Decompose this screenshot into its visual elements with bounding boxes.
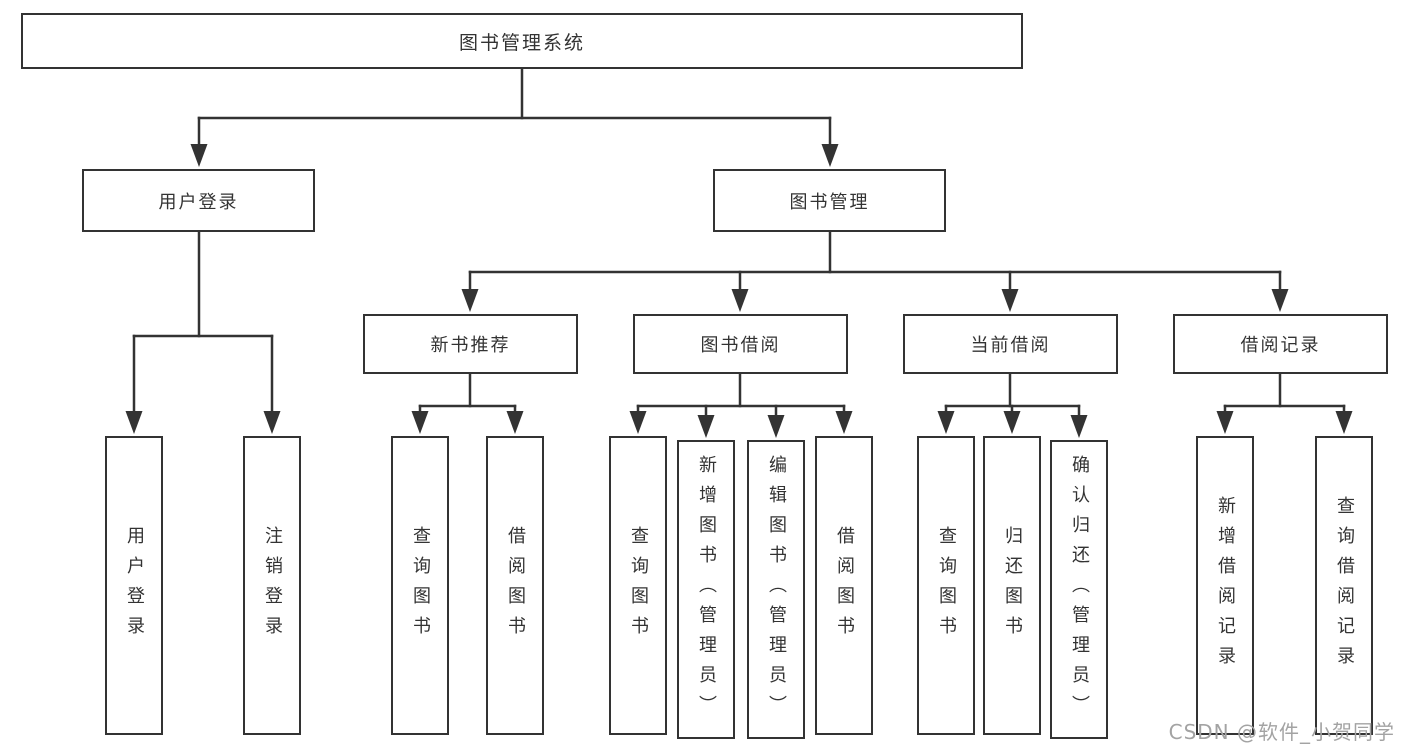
leaf-query-borrow-record: 查询借阅记录 [1315, 436, 1373, 735]
leaf-add-books-admin: 新增图书（管理员） [677, 440, 735, 739]
node-current-borrowing: 当前借阅 [903, 314, 1118, 374]
leaf-borrow-books-1: 借阅图书 [486, 436, 544, 735]
leaf-query-books-2-label: 查询图书 [628, 525, 649, 646]
node-book-borrowing: 图书借阅 [633, 314, 848, 374]
leaf-borrow-books-2-label: 借阅图书 [834, 525, 855, 646]
leaf-query-books-3-label: 查询图书 [936, 525, 957, 646]
leaf-logout: 注销登录 [243, 436, 301, 735]
node-user-login-label: 用户登录 [158, 191, 239, 213]
leaf-query-books-2: 查询图书 [609, 436, 667, 735]
node-new-book-recommend: 新书推荐 [363, 314, 578, 374]
leaf-user-login: 用户登录 [105, 436, 163, 735]
leaf-add-books-admin-label: 新增图书（管理员） [696, 454, 717, 725]
leaf-borrow-books-1-label: 借阅图书 [505, 525, 526, 646]
leaf-user-login-label: 用户登录 [124, 525, 145, 646]
leaf-add-borrow-record: 新增借阅记录 [1196, 436, 1254, 735]
leaf-confirm-return-admin: 确认归还（管理员） [1050, 440, 1108, 739]
node-book-borrowing-label: 图书借阅 [700, 335, 781, 356]
node-book-management: 图书管理 [713, 169, 946, 232]
leaf-confirm-return-admin-label: 确认归还（管理员） [1069, 454, 1090, 725]
node-book-management-label: 图书管理 [789, 191, 870, 213]
node-borrowing-records-label: 借阅记录 [1240, 335, 1321, 356]
leaf-logout-label: 注销登录 [262, 525, 283, 646]
leaf-query-books-3: 查询图书 [917, 436, 975, 735]
node-user-login: 用户登录 [82, 169, 315, 232]
node-borrowing-records: 借阅记录 [1173, 314, 1388, 374]
leaf-add-borrow-record-label: 新增借阅记录 [1215, 495, 1236, 676]
leaf-return-books: 归还图书 [983, 436, 1041, 735]
node-new-book-recommend-label: 新书推荐 [430, 335, 511, 356]
leaf-borrow-books-2: 借阅图书 [815, 436, 873, 735]
node-root-label: 图书管理系统 [458, 31, 585, 54]
leaf-return-books-label: 归还图书 [1002, 525, 1023, 646]
leaf-query-books-1-label: 查询图书 [410, 525, 431, 646]
csdn-watermark: CSDN @软件_小贺同学 [1168, 720, 1395, 744]
leaf-edit-books-admin: 编辑图书（管理员） [747, 440, 805, 739]
node-current-borrowing-label: 当前借阅 [970, 335, 1051, 356]
node-root: 图书管理系统 [21, 13, 1023, 69]
leaf-edit-books-admin-label: 编辑图书（管理员） [766, 454, 787, 725]
leaf-query-borrow-record-label: 查询借阅记录 [1334, 495, 1355, 676]
leaf-query-books-1: 查询图书 [391, 436, 449, 735]
